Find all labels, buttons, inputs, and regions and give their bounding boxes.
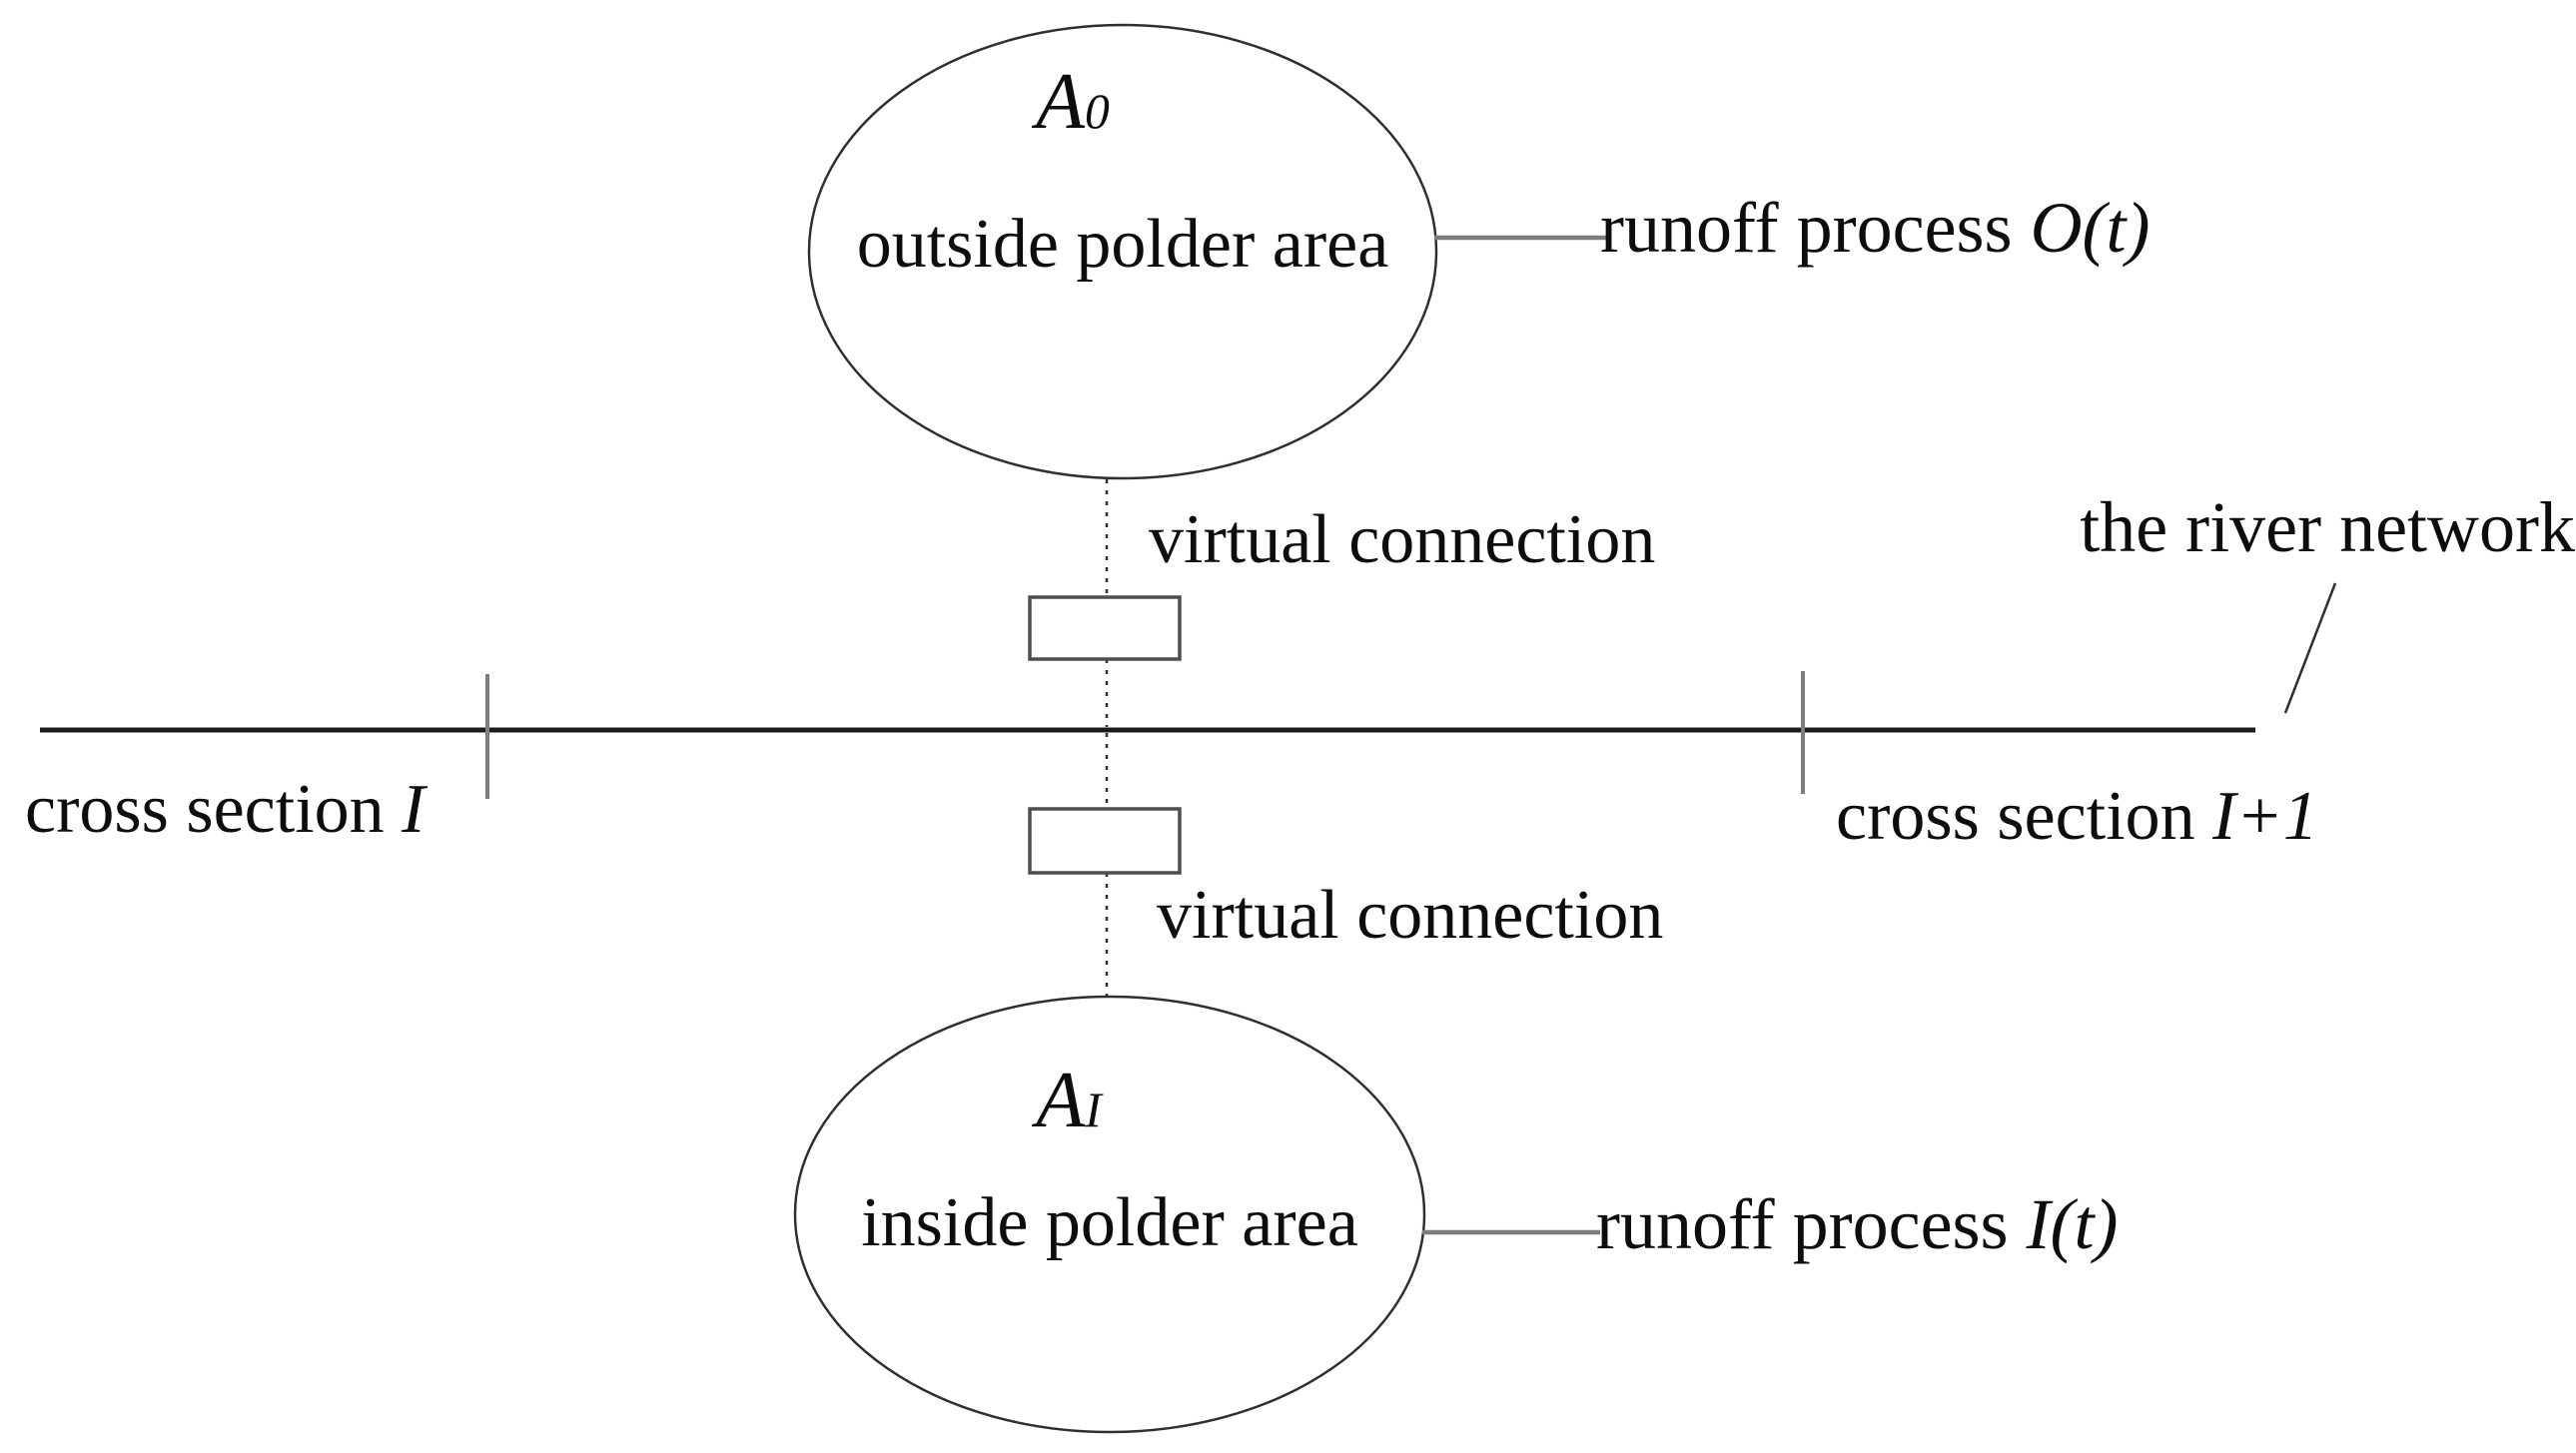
runoff-inside-math: I(t) xyxy=(2026,1184,2119,1264)
cross-section-right-label: cross section I+1 xyxy=(1836,782,2318,852)
node-a0-label: A0 xyxy=(759,62,1386,142)
runoff-outside-label: runoff process O(t) xyxy=(1600,192,2150,264)
cross-section-right-math: I+1 xyxy=(2212,778,2318,855)
gate-box-upper xyxy=(1028,595,1182,661)
cross-section-left-prefix: cross section xyxy=(25,771,403,848)
cross-section-right-prefix: cross section xyxy=(1836,778,2213,855)
river-network-label: the river network xyxy=(2080,487,2575,567)
node-ai-subscript: I xyxy=(1085,1083,1102,1137)
runoff-inside-prefix: runoff process xyxy=(1596,1184,2027,1264)
node-a0-subscript: 0 xyxy=(1085,84,1110,139)
node-a0-letter: A xyxy=(1036,58,1086,146)
outside-polder-ellipse xyxy=(807,23,1438,480)
runoff-outside-math: O(t) xyxy=(2030,188,2150,268)
inside-polder-label: inside polder area xyxy=(861,1184,1358,1261)
node-ai-letter: A xyxy=(1036,1057,1086,1144)
virtual-connection-upper-label: virtual connection xyxy=(1149,501,1656,578)
runoff-inside-label: runoff process I(t) xyxy=(1596,1188,2119,1260)
gate-box-lower xyxy=(1028,807,1182,875)
inside-polder-ellipse xyxy=(793,995,1426,1434)
cross-section-left-math: I xyxy=(402,771,426,848)
cross-section-left-label: cross section I xyxy=(25,775,425,845)
runoff-outside-prefix: runoff process xyxy=(1600,188,2031,268)
river-network-callout-line xyxy=(2283,582,2337,714)
virtual-connection-lower-label: virtual connection xyxy=(1157,877,1664,954)
node-ai-label: AI xyxy=(755,1061,1382,1140)
outside-polder-label: outside polder area xyxy=(856,206,1389,283)
